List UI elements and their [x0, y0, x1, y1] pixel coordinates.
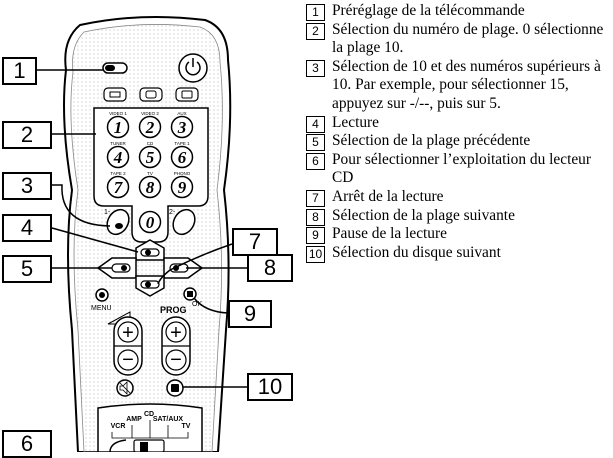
digit-button-6[interactable]	[170, 145, 194, 169]
callout-6: 6	[2, 430, 52, 458]
legend-item-7: 7 Arrêt de la lecture	[306, 188, 611, 207]
callout-9: 9	[228, 300, 272, 328]
legend-text: Sélection de 10 et des numéros supérieur…	[332, 57, 601, 112]
digit-button-9[interactable]	[170, 175, 194, 199]
volume-plus-sign: +	[122, 322, 134, 344]
legend-number: 10	[306, 245, 325, 263]
legend-item-6: 6 Pour sélectionner l’exploitation du lec…	[306, 151, 611, 188]
legend-text: Préréglage de la télécommande	[332, 2, 525, 19]
digit-sublabel-7: TAPE 2	[110, 171, 126, 176]
digit-sublabel-1: VIDEO 1	[109, 111, 127, 116]
volume-up-button[interactable]	[117, 321, 139, 343]
input-button[interactable]	[103, 87, 127, 102]
digit-sublabel-4: TUNER	[110, 141, 126, 146]
digit-button-3[interactable]	[170, 115, 194, 139]
digit-sublabel-9: PHONO	[174, 171, 191, 176]
callout-8: 8	[247, 254, 293, 282]
legend-text: Sélection de la plage précédente	[332, 132, 531, 150]
legend-number: 7	[306, 189, 325, 207]
legend-number: 5	[306, 134, 325, 152]
screen-button[interactable]	[175, 87, 199, 102]
selector-amp-label: AMP	[126, 416, 142, 423]
legend-number: 6	[306, 152, 325, 170]
digit-button-1[interactable]	[106, 115, 130, 139]
legend-item-4: 4 Lecture	[306, 114, 611, 133]
digit-button-5[interactable]	[138, 145, 162, 169]
callout-4: 4	[2, 214, 52, 242]
legend-text: Sélection du numéro de plage. 0 sélectio…	[332, 20, 604, 57]
digit-sublabel-5: CD	[147, 141, 154, 146]
tens-label: 1-	[104, 209, 111, 216]
keypad-frame	[93, 107, 209, 243]
digit-label-8: 8	[146, 178, 155, 197]
legend-text: Arrêt de la lecture	[332, 187, 444, 205]
two-label: 2-	[169, 209, 176, 216]
program-up-button[interactable]	[165, 321, 187, 343]
selector-vcr-label: VCR	[111, 423, 126, 430]
selector-cd-label: CD	[144, 411, 154, 418]
digit-button-4[interactable]	[106, 145, 130, 169]
program-down-button[interactable]	[165, 349, 187, 371]
legend-text: Sélection du disque suivant	[332, 243, 501, 261]
power-button[interactable]	[178, 53, 208, 83]
legend-number: 9	[306, 227, 325, 245]
legend-item-1: 1 Préréglage de la télécommande	[306, 2, 611, 21]
two-button[interactable]	[169, 206, 199, 239]
legend-item-8: 8 Sélection de la plage suivante	[306, 207, 611, 226]
volume-down-button[interactable]	[117, 349, 139, 371]
legend-number: 2	[306, 22, 325, 40]
digit-label-9: 9	[178, 178, 187, 197]
digit-label-7: 7	[114, 178, 124, 197]
legend-number: 3	[306, 59, 325, 77]
program-minus-sign: −	[170, 349, 182, 371]
digit-label-3: 3	[177, 118, 187, 137]
legend-text: Sélection de la plage suivante	[332, 206, 515, 224]
legend-item-5: 5 Sélection de la plage précédente	[306, 132, 611, 152]
volume-minus-sign: −	[122, 349, 134, 371]
digit-label-2: 2	[145, 118, 155, 137]
digit-button-0[interactable]	[138, 210, 162, 234]
display-button[interactable]	[139, 87, 163, 102]
digit-button-7[interactable]	[106, 175, 130, 199]
digit-label-6: 6	[178, 148, 187, 167]
digit-label-1: 1	[114, 118, 123, 137]
callout-7: 7	[232, 228, 278, 256]
legend-number: 8	[306, 208, 325, 226]
digit-button-8[interactable]	[138, 175, 162, 199]
legend-number: 1	[306, 4, 325, 21]
ok-label: OK	[192, 301, 202, 308]
callout-10: 10	[247, 373, 293, 401]
legend-item-10: 10 Sélection du disque suivant	[306, 244, 611, 263]
callout-3: 3	[2, 172, 52, 200]
tens-button[interactable]	[103, 206, 133, 239]
legend-number: 4	[306, 115, 325, 133]
legend-text: Lecture	[332, 113, 379, 131]
legend-item-2: 2 Sélection du numéro de plage. 0 sélecti…	[306, 21, 611, 58]
digit-sublabel-3: AUX	[177, 111, 186, 116]
selector-sat-aux-label: SAT/AUX	[153, 416, 184, 423]
callout-labels: 1 2 3 4 5 6 7 8 9 10	[0, 0, 300, 458]
callout-1: 1	[2, 57, 37, 85]
program-plus-sign: +	[170, 322, 182, 344]
digit-sublabel-6: TAPE 1	[174, 141, 190, 146]
legend-item-3: 3 Sélection de 10 et des numéros supérieu…	[306, 58, 611, 114]
digit-sublabel-8: TV	[147, 171, 153, 176]
menu-label: MENU	[91, 305, 112, 312]
digit-button-2[interactable]	[138, 115, 162, 139]
callout-5: 5	[2, 255, 52, 283]
legend-item-9: 9 Pause de la lecture	[306, 225, 611, 245]
selector-tv-label: TV	[182, 423, 191, 430]
callout-2: 2	[2, 121, 52, 149]
digit-label-5: 5	[146, 148, 155, 167]
digit-sublabel-2: VIDEO 2	[141, 111, 159, 116]
legend-text: Pause de la lecture	[332, 225, 447, 243]
prog-label: PROG	[160, 305, 187, 315]
digit-label-0: 0	[146, 213, 155, 232]
legend-text: Pour sélectionner l’exploitation du lect…	[332, 150, 591, 187]
digit-label-4: 4	[113, 148, 123, 167]
